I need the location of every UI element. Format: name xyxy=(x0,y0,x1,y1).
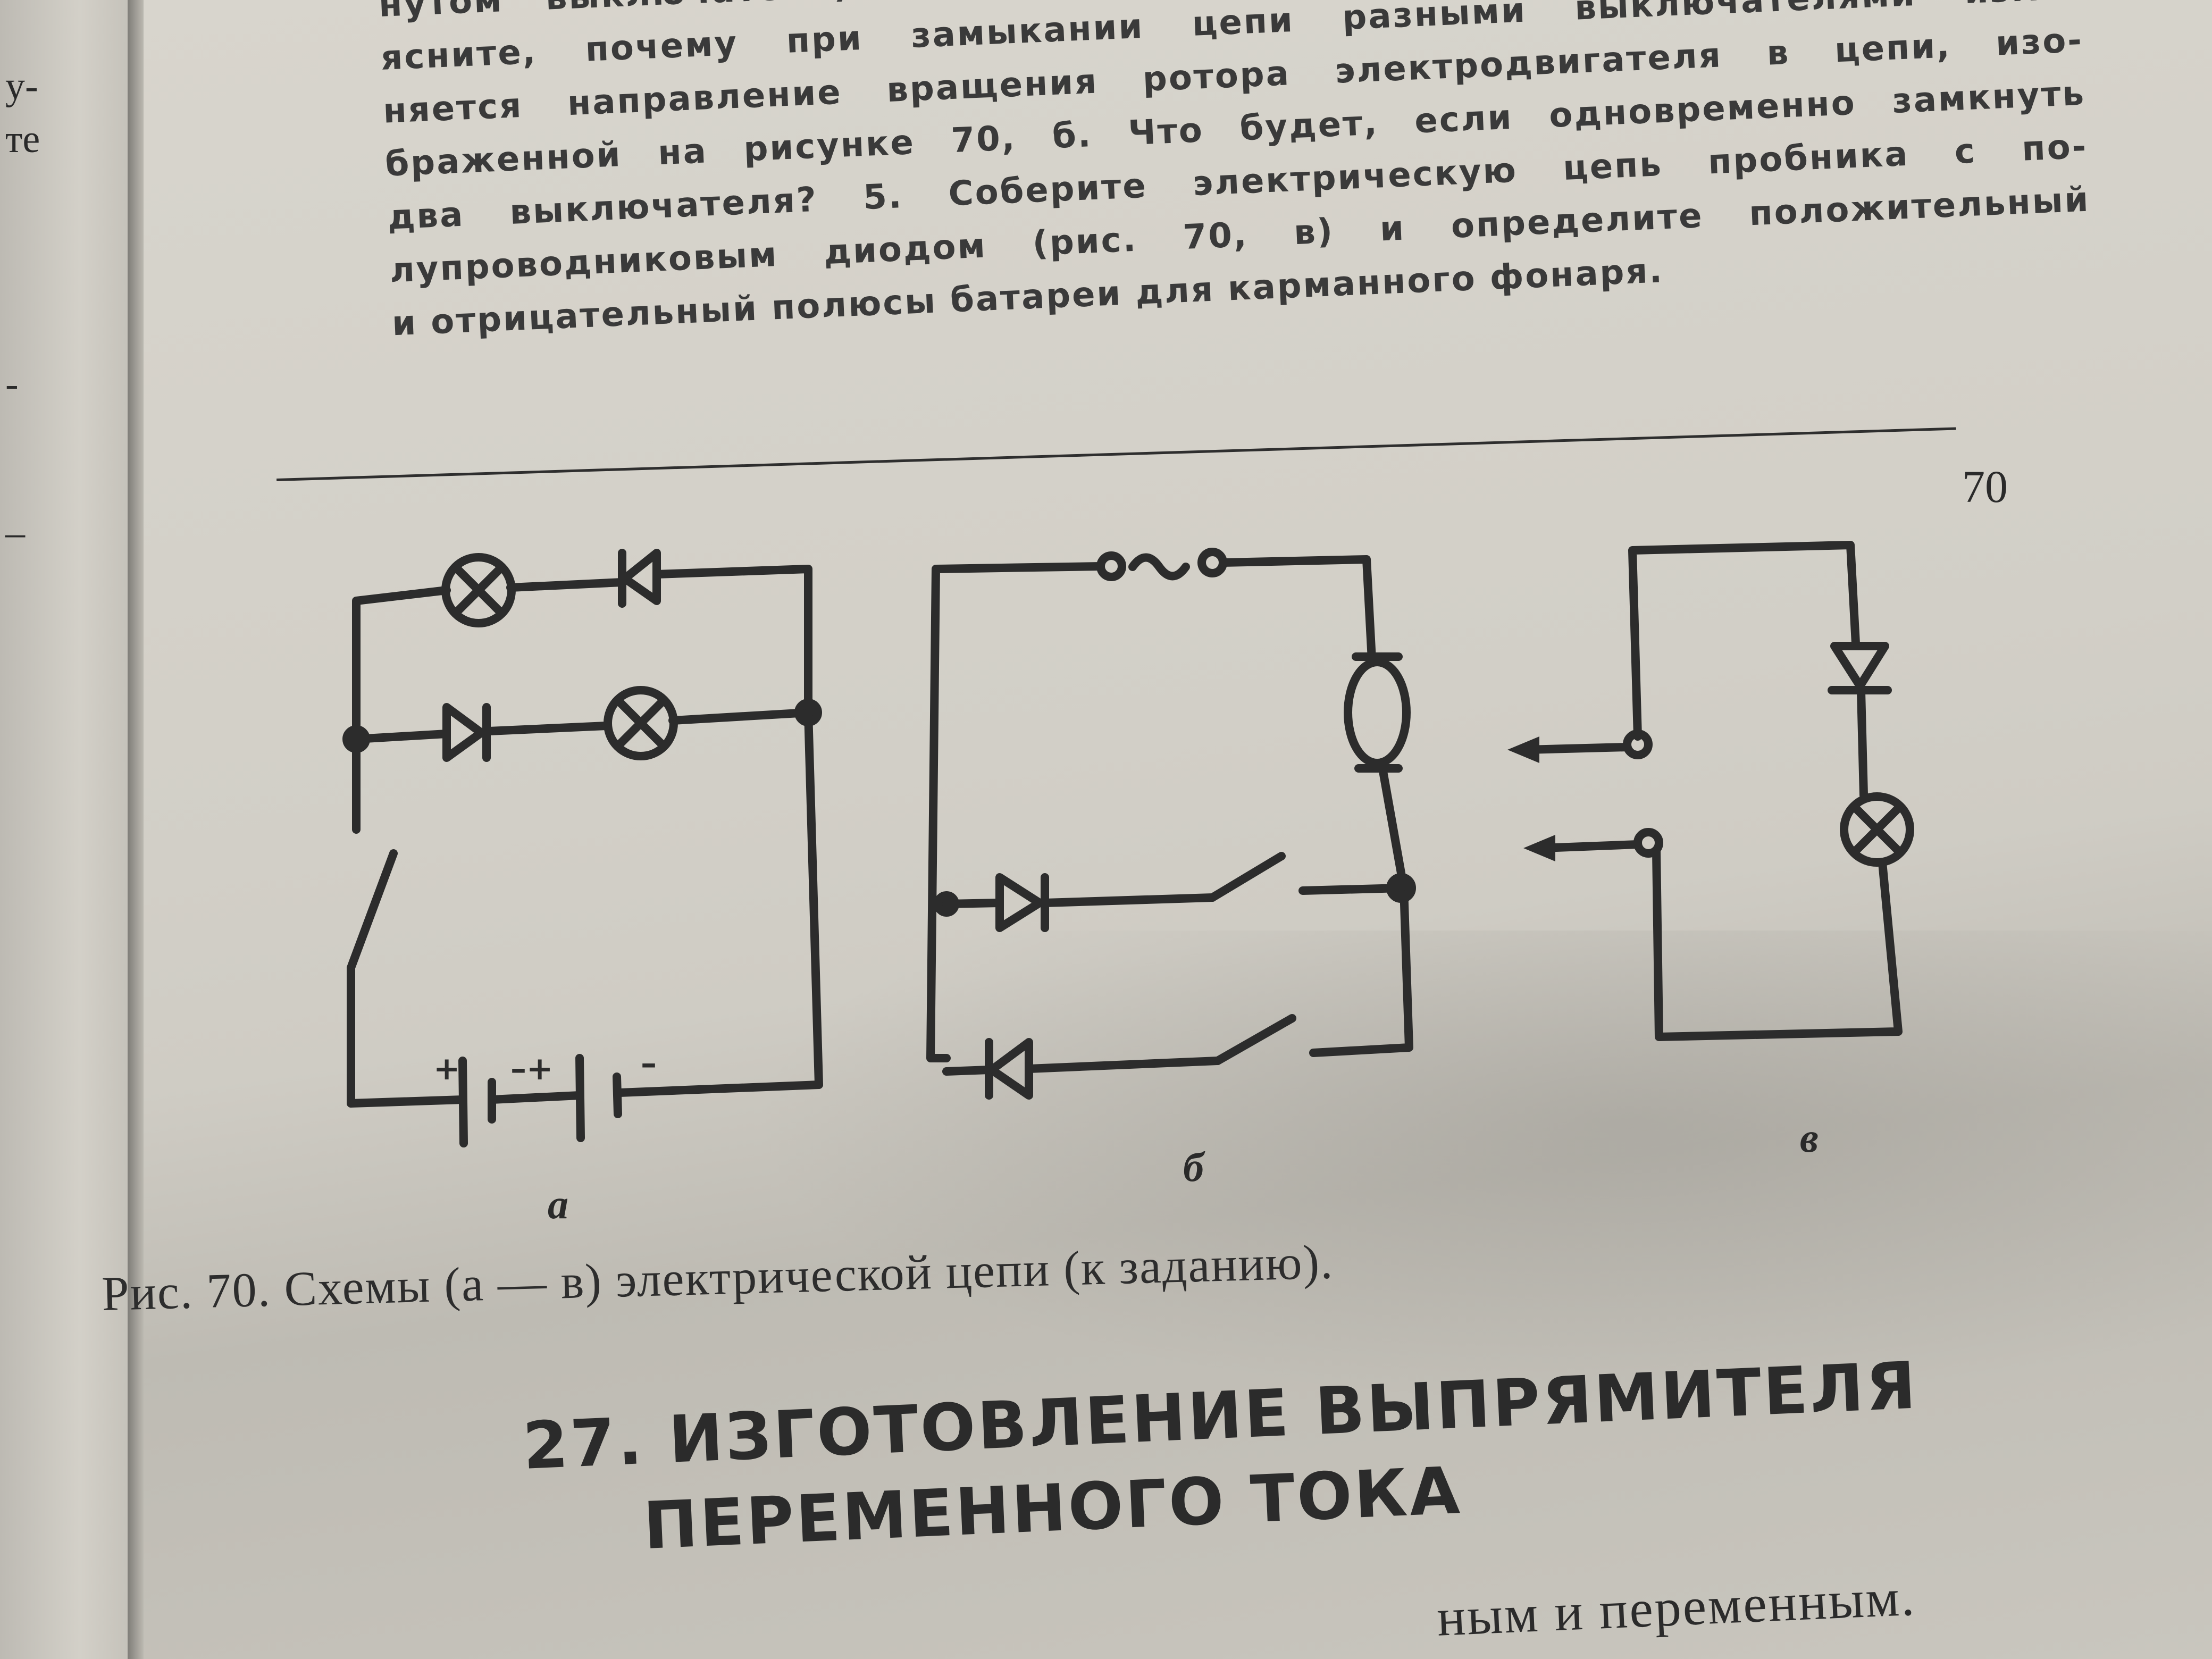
sublabel-b: б xyxy=(1183,1144,1204,1190)
wire xyxy=(347,1095,467,1108)
wire xyxy=(1025,1057,1222,1073)
junction-dot xyxy=(342,725,370,753)
wire xyxy=(615,1080,823,1097)
probe-wire xyxy=(1522,743,1631,754)
diode-icon xyxy=(1828,642,1892,694)
arrow-left-icon xyxy=(1523,835,1555,861)
wire xyxy=(942,1066,993,1076)
probe-arrows xyxy=(1507,736,1555,861)
wire xyxy=(1857,687,1868,799)
wire xyxy=(506,578,626,592)
motor-icon xyxy=(1344,652,1411,773)
wire xyxy=(942,899,1004,908)
ac-source-icon xyxy=(1096,548,1227,581)
diode-icon xyxy=(618,549,661,608)
figure-number: 70 xyxy=(1962,461,2008,512)
circuit-a xyxy=(342,549,823,1147)
left-page: у- те - – xyxy=(0,0,133,1659)
sublabel-a: а xyxy=(548,1181,568,1227)
wire xyxy=(652,565,812,717)
wire xyxy=(352,730,451,743)
wire xyxy=(1219,555,1376,664)
left-page-fragment: у- xyxy=(5,64,38,108)
battery-minus-plus-label: –+ xyxy=(510,1050,553,1087)
book-page: нутом выключателе). Снова замкните цепь.… xyxy=(144,0,2212,1659)
switch-icon xyxy=(347,849,398,972)
battery-plus-label: + xyxy=(433,1050,460,1087)
left-page-fragment: те xyxy=(5,118,40,161)
wire xyxy=(668,708,812,725)
left-page-fragment: – xyxy=(5,511,25,555)
diode-icon xyxy=(985,1038,1033,1100)
circuit-b xyxy=(926,548,1416,1100)
wire xyxy=(1628,541,1860,741)
wire xyxy=(804,708,823,1089)
battery-icon xyxy=(458,1054,622,1147)
wire xyxy=(1041,893,1217,907)
wire xyxy=(1652,847,1903,1041)
battery-minus-label: – xyxy=(641,1045,657,1082)
left-page-fragment: - xyxy=(5,362,19,406)
lamp-icon xyxy=(441,553,516,627)
wire xyxy=(352,586,451,834)
sublabel-c: в xyxy=(1800,1115,1819,1161)
wire xyxy=(926,562,1105,1062)
lamp-icon xyxy=(604,686,678,760)
arrow-left-icon xyxy=(1507,736,1539,763)
wire xyxy=(1309,764,1413,1057)
diode-icon xyxy=(442,703,491,762)
probe-wire xyxy=(1538,840,1642,852)
diode-icon xyxy=(995,873,1049,932)
lamp-icon xyxy=(1840,792,1914,867)
switch-icon xyxy=(1208,852,1286,902)
wire xyxy=(1298,884,1405,895)
circuit-c xyxy=(1522,541,1914,1041)
wire xyxy=(485,722,610,735)
switch-icon xyxy=(1213,1014,1296,1065)
